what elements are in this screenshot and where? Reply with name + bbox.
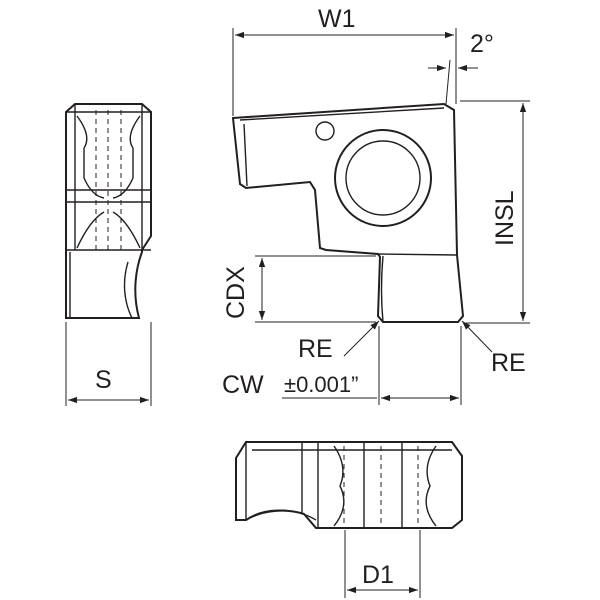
s-label: S — [95, 366, 112, 394]
small-hole — [315, 121, 335, 141]
re-left-leader — [343, 320, 380, 357]
side-view — [65, 103, 152, 319]
side-view-countersink-top — [76, 115, 141, 149]
re-leaders: RE RE — [298, 320, 526, 377]
re-right-label: RE — [491, 349, 526, 377]
angle-label: 2° — [470, 30, 494, 58]
dimension-d1: D1 — [344, 530, 421, 598]
bottom-view-outline — [235, 441, 463, 529]
d1-label: D1 — [362, 561, 394, 589]
front-view-outline — [231, 102, 465, 323]
side-view-bore-walls — [83, 148, 134, 178]
dimension-cw: CW ±0.001” — [222, 326, 462, 405]
clamp-hole-outer — [334, 129, 432, 227]
cdx-label: CDX — [222, 266, 250, 319]
dimension-w1: W1 — [232, 5, 457, 116]
bottom-view-hole-left — [333, 445, 345, 527]
dimension-cdx: CDX — [222, 255, 376, 323]
side-view-outline — [65, 103, 152, 319]
cw-label: CW — [222, 371, 264, 399]
bottom-view-blade-curve — [245, 509, 317, 521]
insl-label: INSL — [491, 190, 519, 246]
front-view — [231, 102, 465, 323]
angle-extension-line — [445, 59, 451, 105]
dimension-insl: INSL — [460, 100, 530, 324]
blade-shoulder-line — [377, 253, 458, 256]
blade-left-flank — [380, 255, 384, 323]
w1-label: W1 — [318, 5, 356, 33]
re-left-label: RE — [298, 335, 333, 363]
re-right-leader — [461, 320, 493, 353]
dimension-s: S — [65, 322, 152, 406]
dimension-angle: 2° — [428, 30, 494, 105]
front-view-inner-edge — [239, 107, 445, 187]
side-view-countersink-bottom — [76, 211, 141, 249]
bottom-view-hole-right — [425, 445, 437, 527]
clamp-hole-inner — [345, 140, 421, 216]
side-view-countersink-mid — [83, 177, 134, 199]
side-view-blade-relief — [123, 261, 133, 319]
bottom-view — [235, 441, 463, 529]
cw-tolerance-label: ±0.001” — [284, 372, 358, 397]
